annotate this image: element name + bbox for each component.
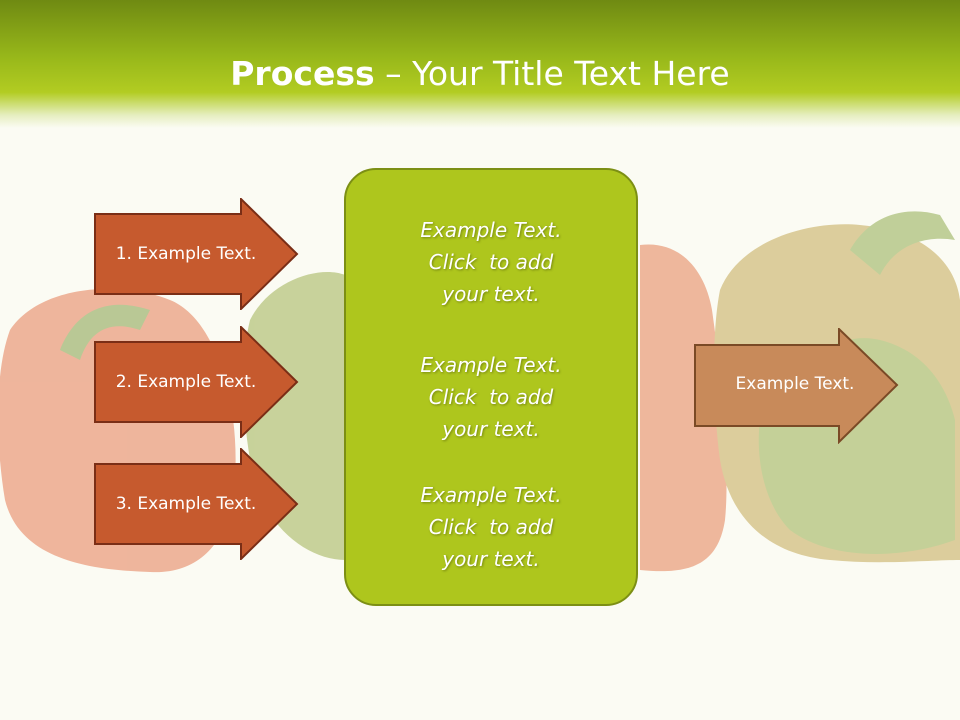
step-label-3: 3. Example Text.: [115, 494, 257, 514]
text-block-2: Example Text. Click to add your text.: [346, 349, 636, 445]
step-label-1: 1. Example Text.: [115, 244, 257, 264]
text-block-1-line3: your text.: [442, 282, 540, 306]
step-label-2: 2. Example Text.: [115, 372, 257, 392]
result-label: Example Text.: [735, 374, 855, 394]
result-arrow[interactable]: [694, 328, 900, 444]
text-block-3-line2: Click to add: [428, 515, 554, 539]
step-arrow-2[interactable]: [94, 326, 300, 438]
red-pepper-middle: [640, 244, 727, 572]
text-block-1: Example Text. Click to add your text.: [346, 214, 636, 310]
text-block-3-line3: your text.: [442, 547, 540, 571]
title-bar: [0, 0, 960, 128]
text-block-3-line1: Example Text.: [420, 483, 562, 507]
text-block-2-line1: Example Text.: [420, 353, 562, 377]
step-arrow-3[interactable]: [94, 448, 300, 560]
center-text-box[interactable]: Example Text. Click to add your text. Ex…: [344, 168, 638, 606]
text-block-2-line2: Click to add: [428, 385, 554, 409]
title-rest: – Your Title Text Here: [374, 54, 730, 93]
text-block-3: Example Text. Click to add your text.: [346, 479, 636, 575]
slide-title[interactable]: Process – Your Title Text Here: [0, 52, 960, 96]
title-bold: Process: [230, 54, 375, 93]
step-arrow-1[interactable]: [94, 198, 300, 310]
text-block-2-line3: your text.: [442, 417, 540, 441]
text-block-1-line2: Click to add: [428, 250, 554, 274]
text-block-1-line1: Example Text.: [420, 218, 562, 242]
